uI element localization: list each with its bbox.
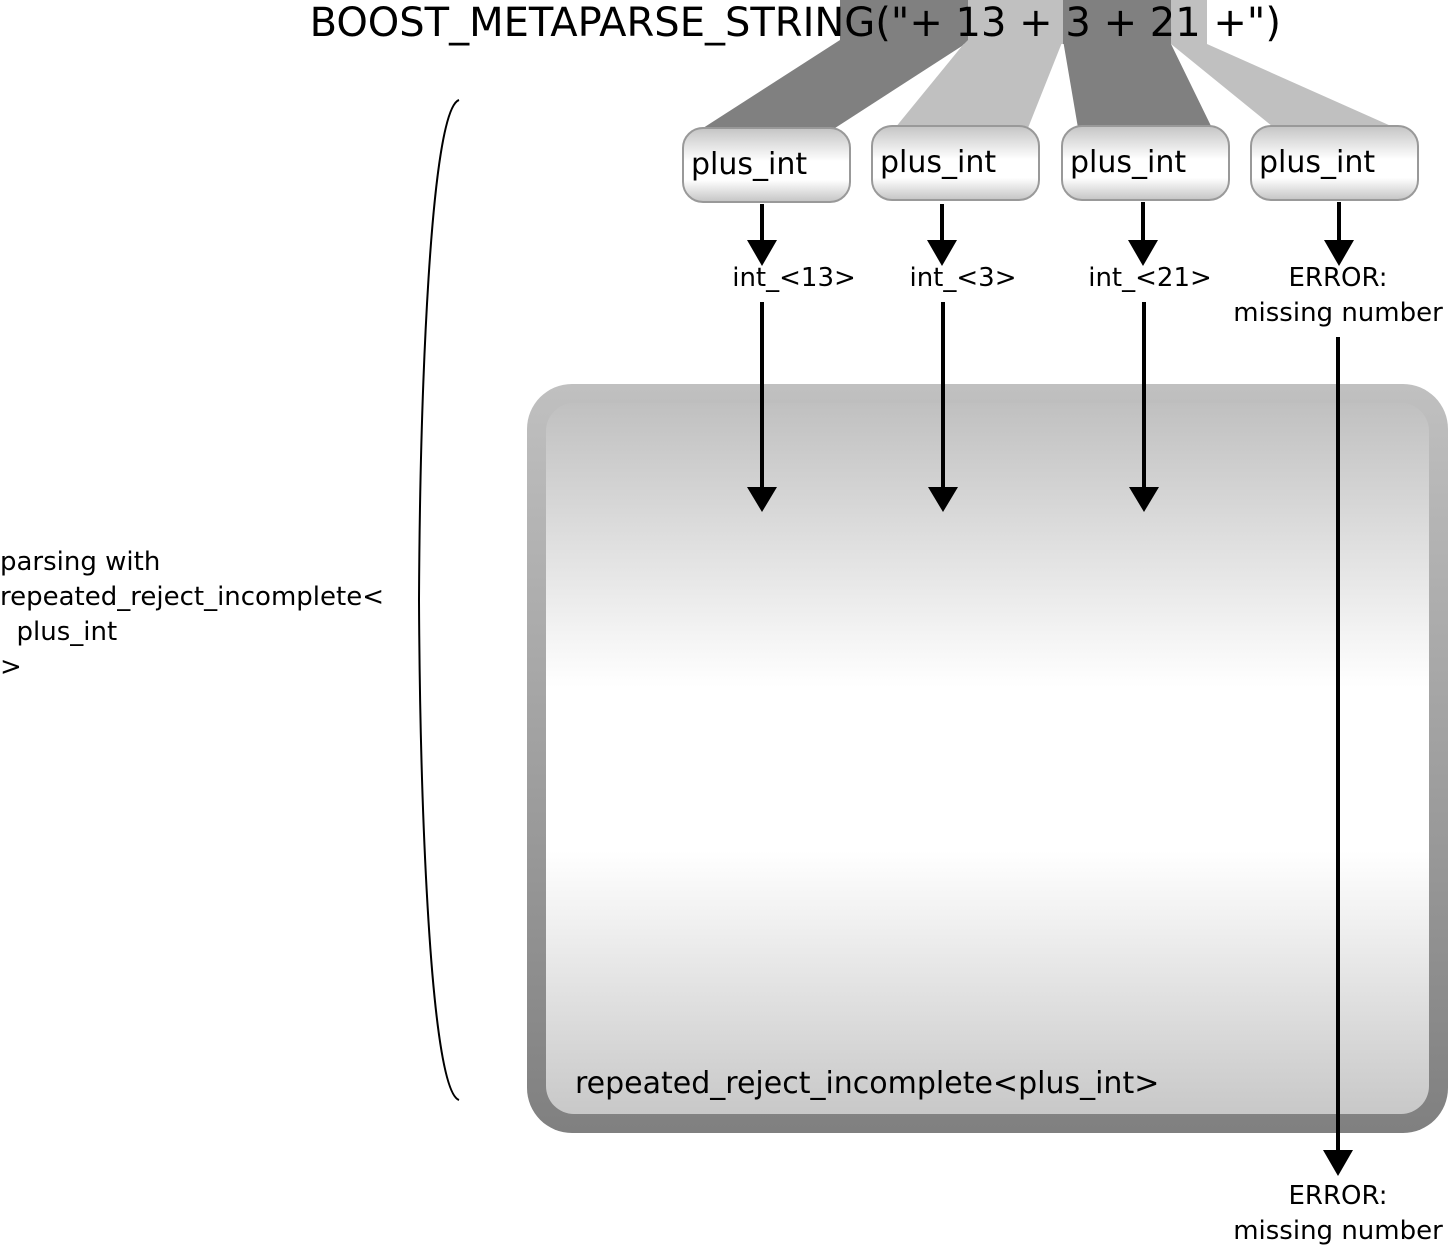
segment-bands	[700, 40, 1400, 130]
parser-label: plus_int	[1259, 145, 1375, 180]
arrow-down-icon	[927, 204, 957, 266]
parser-result-4-line-2: missing number	[1233, 298, 1443, 328]
segment-band-3	[1063, 40, 1212, 128]
side-note-line-4: >	[0, 652, 22, 682]
arrow-down-icon	[1324, 202, 1354, 266]
parser-box-2: plus_int	[871, 125, 1040, 201]
segment-highlight-3	[1063, 0, 1171, 44]
arrow-down-icon	[1323, 337, 1353, 1176]
arrow-down-icon	[1128, 202, 1158, 266]
side-note-line-3: plus_int	[0, 617, 117, 647]
parser-box-3: plus_int	[1061, 125, 1230, 201]
parser-box-4: plus_int	[1250, 125, 1419, 201]
segment-highlight-4	[1171, 0, 1207, 44]
parser-label: plus_int	[691, 147, 807, 182]
container-label: repeated_reject_incomplete<plus_int>	[575, 1066, 1159, 1101]
arrow-down-icon	[1129, 302, 1159, 512]
segment-band-4	[1171, 40, 1400, 130]
source-string-title: BOOST_METAPARSE_STRING("+ 13 + 3 + 21 +"…	[246, 0, 1319, 46]
segment-highlight-1	[840, 0, 968, 44]
arrow-down-icon	[747, 302, 777, 512]
side-note-line-2: repeated_reject_incomplete<	[0, 582, 384, 612]
side-note: parsing with repeated_reject_incomplete<…	[0, 547, 384, 682]
final-result-line-2: missing number	[1233, 1216, 1443, 1245]
parser-output-arrows	[747, 202, 1354, 266]
parser-label: plus_int	[880, 145, 996, 180]
repeated-reject-incomplete-container: repeated_reject_incomplete<plus_int>	[527, 384, 1448, 1133]
parser-result-2: int_<3>	[909, 263, 1016, 293]
result-arrows	[747, 302, 1353, 1176]
segment-band-1	[700, 40, 968, 130]
parser-result-3: int_<21>	[1088, 263, 1212, 293]
parser-box-1: plus_int	[682, 127, 851, 203]
arrow-down-icon	[747, 204, 777, 266]
parser-result-4-line-1: ERROR:	[1288, 263, 1387, 293]
arrow-down-icon	[928, 302, 958, 512]
string-segment-highlights	[840, 0, 1207, 44]
container-inner	[546, 403, 1429, 1114]
brace-line	[417, 99, 460, 1101]
segment-highlight-2	[968, 0, 1063, 44]
segment-band-2	[895, 40, 1063, 128]
side-note-line-1: parsing with	[0, 547, 160, 577]
final-result-line-1: ERROR:	[1288, 1181, 1387, 1211]
parser-result-1: int_<13>	[732, 263, 856, 293]
parser-label: plus_int	[1070, 145, 1186, 180]
